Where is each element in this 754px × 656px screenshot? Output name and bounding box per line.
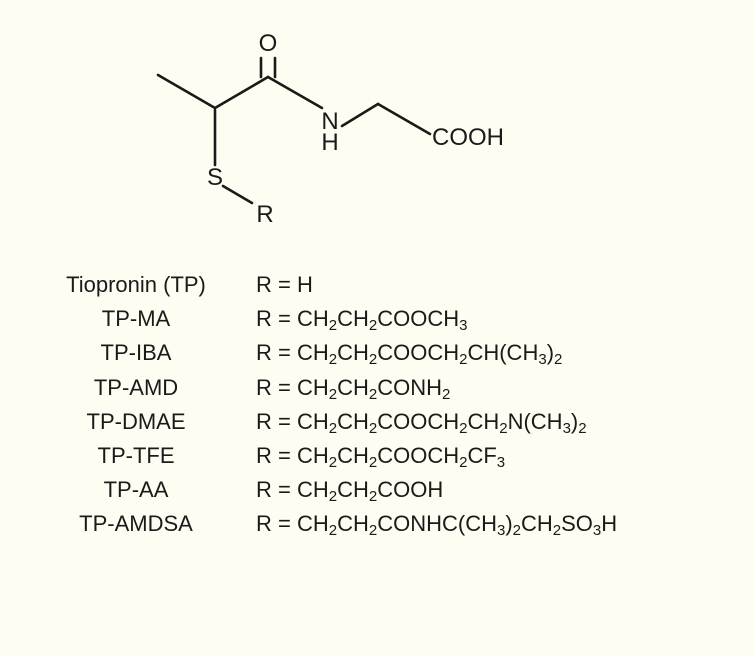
formula-subscript: 2 [328, 351, 338, 368]
formula-segment: R = CH [256, 409, 329, 434]
formula-subscript: 2 [459, 351, 468, 368]
formula-segment: COOCH [377, 306, 460, 331]
formula-subscript: 3 [538, 351, 547, 368]
formula-segment: ) [546, 340, 555, 365]
derivative-name: TP-AMDSA [79, 511, 193, 536]
formula-segment: COOCH [377, 340, 460, 365]
tiopronin-skeletal-structure: O N H COOH S R [156, 30, 504, 228]
formula-subscript: 2 [368, 317, 378, 334]
formula-subscript: 2 [328, 454, 338, 471]
formula-segment: R = CH [256, 511, 329, 536]
formula-subscript: 3 [592, 522, 602, 539]
formula-subscript: 3 [496, 522, 506, 539]
formula-subscript: 2 [459, 420, 468, 437]
formula-subscript: 2 [578, 420, 587, 437]
formula-subscript: 2 [512, 522, 521, 539]
formula-segment: CH [337, 443, 369, 468]
derivative-name: TP-AMD [93, 375, 179, 400]
formula-segment: COOCH [377, 443, 460, 468]
formula-subscript: 2 [459, 454, 468, 471]
formula-subscript: 2 [328, 317, 338, 334]
formula-segment: CH [337, 409, 369, 434]
formula-segment: R = CH [256, 340, 329, 365]
formula-segment: CH [337, 306, 369, 331]
formula-subscript: 2 [328, 488, 338, 505]
substituent-formula: R = CH2CH2COOCH3 [256, 302, 467, 336]
formula-segment: CF [467, 443, 497, 468]
formula-segment: COOH [377, 477, 444, 502]
formula-segment: R = CH [256, 306, 329, 331]
derivative-name: TP-IBA [100, 340, 172, 365]
formula-segment: CH [467, 409, 500, 434]
formula-segment: CONH [377, 375, 442, 400]
formula-subscript: 3 [562, 420, 571, 437]
formula-segment: CH [337, 375, 369, 400]
bond-methylene-acid [376, 102, 432, 136]
bond-alpha-carbonyl [213, 75, 270, 110]
formula-segment: ) [570, 409, 579, 434]
formula-subscript: 2 [328, 386, 338, 403]
substituent-formula: R = CH2CH2COOCH2CF3 [256, 439, 505, 473]
substituent-formula: R = CH2CH2CONH2 [256, 371, 450, 405]
acid-group-label: COOH [432, 124, 504, 151]
substituent-formula: R = CH2CH2COOH [256, 473, 443, 507]
formula-segment: R = H [256, 272, 313, 297]
formula-subscript: 2 [328, 522, 338, 539]
formula-segment: SO [561, 511, 593, 536]
formula-segment: CH [337, 477, 369, 502]
formula-subscript: 2 [442, 386, 451, 403]
formula-subscript: 2 [368, 488, 378, 505]
derivative-name: TP-MA [101, 306, 171, 331]
formula-segment: ) [505, 511, 513, 536]
bond-nitrogen-methylene [340, 102, 380, 128]
formula-subscript: 2 [368, 386, 378, 403]
substituent-r-label: R [256, 201, 273, 228]
formula-segment: H [601, 511, 618, 536]
formula-segment: CH [521, 511, 553, 536]
amide-hydrogen-label: H [321, 129, 338, 156]
substituent-formula: R = CH2CH2CONHC(CH3)2CH2SO3H [256, 507, 617, 541]
derivative-name: TP-AA [103, 477, 169, 502]
amide-nitrogen-label: N [321, 108, 338, 135]
formula-segment: CH [337, 340, 369, 365]
carbonyl-oxygen-label: O [259, 30, 278, 57]
formula-subscript: 2 [328, 420, 338, 437]
derivative-name: TP-TFE [97, 443, 175, 468]
formula-subscript: 2 [368, 454, 378, 471]
formula-subscript: 2 [368, 420, 378, 437]
sulfur-label: S [207, 164, 223, 191]
substituent-formula: R = H [256, 268, 313, 302]
formula-subscript: 2 [368, 522, 378, 539]
formula-subscript: 2 [554, 351, 563, 368]
bond-carbonyl-nitrogen [266, 75, 324, 110]
formula-subscript: 3 [459, 317, 468, 334]
formula-subscript: 3 [496, 454, 506, 471]
derivative-name: Tiopronin (TP) [66, 272, 206, 297]
derivative-row: Tiopronin (TP) R = H [0, 268, 754, 302]
formula-segment: R = CH [256, 477, 329, 502]
formula-segment: R = CH [256, 443, 329, 468]
bond-sulfur-r [221, 184, 254, 205]
formula-subscript: 2 [552, 522, 562, 539]
substituent-formula: R = CH2CH2COOCH2CH2N(CH3)2 [256, 405, 587, 439]
derivative-name: TP-DMAE [86, 409, 186, 434]
formula-segment: R = CH [256, 375, 329, 400]
formula-segment: CH [337, 511, 369, 536]
formula-segment: N(CH [507, 409, 563, 434]
formula-segment: CONHC(CH [377, 511, 497, 536]
formula-subscript: 2 [368, 351, 378, 368]
formula-segment: COOCH [377, 409, 460, 434]
formula-subscript: 2 [499, 420, 508, 437]
bond-methyl [156, 73, 217, 110]
formula-segment: CH(CH [467, 340, 539, 365]
substituent-formula: R = CH2CH2COOCH2CH(CH3)2 [256, 336, 562, 370]
